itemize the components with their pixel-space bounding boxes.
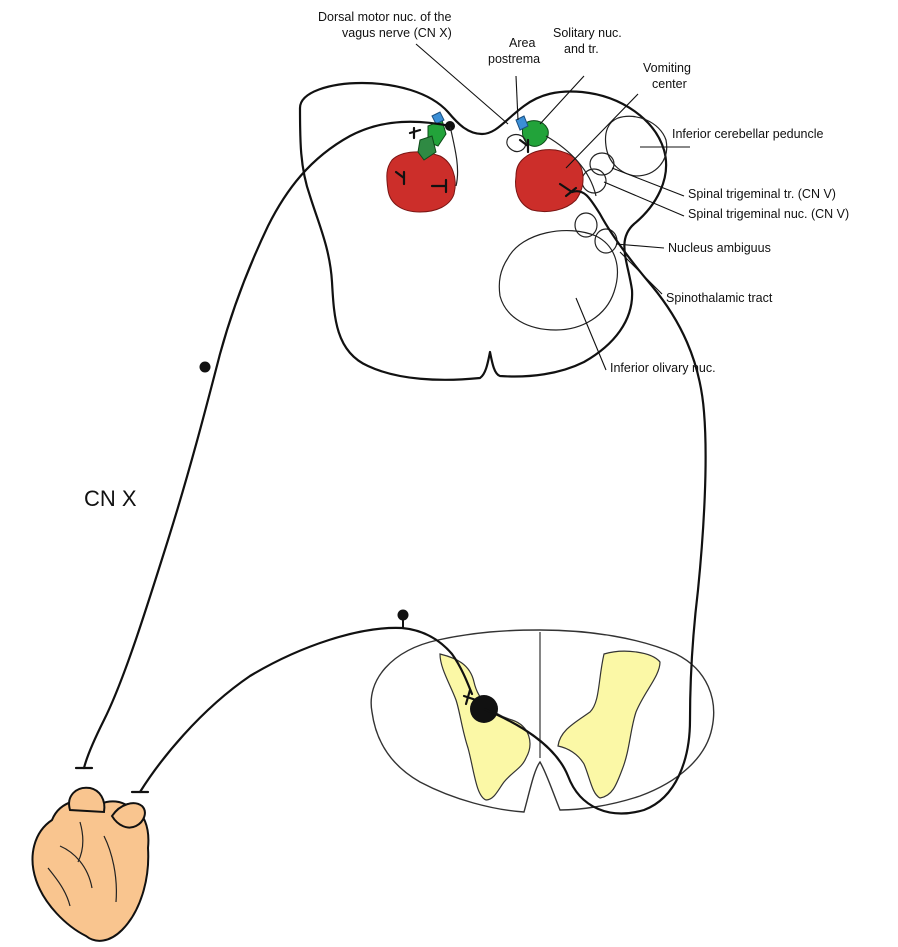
label-vomiting-2: center bbox=[652, 77, 687, 91]
nucleus-ambiguus bbox=[575, 213, 597, 237]
label-inferior-olivary: Inferior olivary nuc. bbox=[610, 361, 716, 375]
leader-spinal-trigeminal-nuc bbox=[604, 182, 684, 216]
label-spinothalamic: Spinothalamic tract bbox=[666, 291, 773, 305]
heart-icon bbox=[33, 788, 149, 941]
leader-inferior-olivary bbox=[576, 298, 606, 370]
label-area-postrema-1: Area bbox=[509, 36, 535, 50]
dorsal-horn-right bbox=[558, 651, 660, 798]
label-spinal-trigeminal-nuc: Spinal trigeminal nuc. (CN V) bbox=[688, 207, 849, 221]
synapse-mark bbox=[410, 128, 420, 138]
nucleus-ambiguus-2 bbox=[595, 229, 617, 253]
label-dorsal-motor-1: Dorsal motor nuc. of the bbox=[318, 10, 451, 24]
inferior-olivary-nucleus bbox=[499, 231, 617, 330]
inferior-cerebellar-peduncle bbox=[606, 116, 667, 176]
heart-aorta bbox=[69, 788, 104, 812]
leader-spinothalamic bbox=[620, 252, 662, 294]
label-spinal-trigeminal-tr: Spinal trigeminal tr. (CN V) bbox=[688, 187, 836, 201]
spinal-cord-section bbox=[371, 630, 714, 812]
label-cnx: CN X bbox=[84, 486, 137, 511]
spinal-cord-outline bbox=[371, 630, 714, 812]
leader-vomiting-center bbox=[566, 94, 638, 168]
cnx-efferent-fiber bbox=[84, 122, 450, 768]
label-solitary-1: Solitary nuc. bbox=[553, 26, 622, 40]
label-inferior-cerebellar: Inferior cerebellar peduncle bbox=[672, 127, 824, 141]
vomiting-center-right bbox=[516, 150, 584, 212]
leader-spinal-trigeminal-tr bbox=[612, 168, 684, 196]
label-vomiting-1: Vomiting bbox=[643, 61, 691, 75]
cnx-ganglion-dot bbox=[200, 362, 211, 373]
leader-nucleus-ambiguus bbox=[616, 244, 664, 248]
label-solitary-2: and tr. bbox=[564, 42, 599, 56]
label-nucleus-ambiguus: Nucleus ambiguus bbox=[668, 241, 771, 255]
label-dorsal-motor-2: vagus nerve (CN X) bbox=[342, 26, 452, 40]
label-area-postrema-2: postrema bbox=[488, 52, 540, 66]
spinal-afferent-fiber bbox=[140, 628, 472, 792]
leader-solitary bbox=[540, 76, 584, 124]
dorsal-horn-left bbox=[440, 654, 530, 800]
